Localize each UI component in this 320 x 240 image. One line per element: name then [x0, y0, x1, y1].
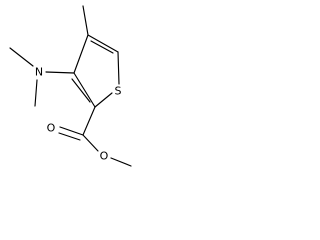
nitrogen-atom-label: N	[35, 66, 43, 79]
bond-c2-c3	[73, 72, 96, 108]
dimethylamino-group	[9, 47, 75, 107]
bond-c2-c3-inner	[71, 78, 91, 103]
bond-n-methyl-upper	[9, 47, 34, 67]
bond-c4-c5-inner	[90, 40, 114, 54]
bond-c5-s	[117, 51, 120, 85]
ester-oxygen-label: O	[100, 150, 109, 163]
bond-c4-c5	[87, 34, 119, 53]
chemical-structure-diagram: S N O O	[9, 5, 132, 167]
bond-n-methyl-lower	[34, 79, 38, 107]
bond-s-c2	[94, 92, 113, 108]
bond-carbonyl-double-inner	[58, 132, 81, 141]
bond-c2-carbonyl	[82, 106, 96, 136]
bond-c4-methyl	[82, 5, 89, 36]
sulfur-atom-label: S	[115, 85, 122, 98]
bond-ester-o-methyl	[110, 157, 132, 167]
methyl-ester-group	[58, 106, 132, 167]
carbonyl-oxygen-label: O	[47, 122, 56, 135]
bond-carbonyl-double-outer	[59, 126, 84, 136]
bond-c3-c4	[73, 34, 89, 74]
thiophene-ring	[71, 34, 120, 108]
bond-carbonyl-ester-o	[82, 134, 99, 152]
bond-c3-n	[45, 71, 75, 74]
